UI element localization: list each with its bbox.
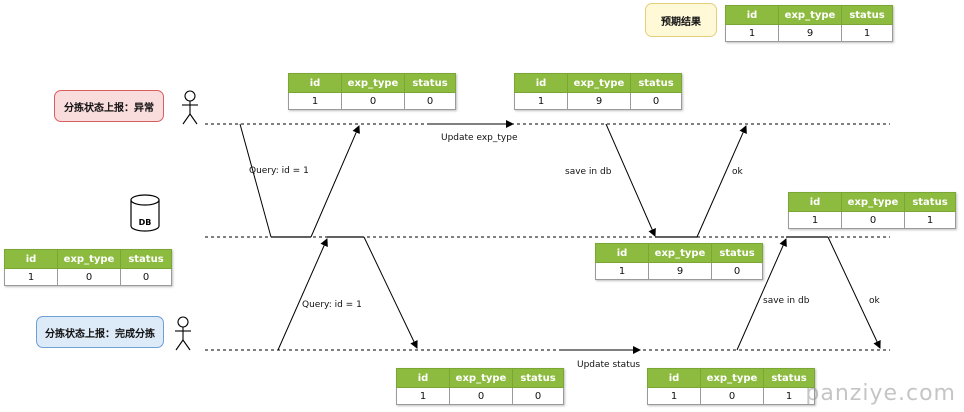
query-top-arrow [239,123,272,238]
save-bottom-arrow [736,238,787,351]
label-ok-top: ok [732,167,743,177]
cell-id: 1 [788,211,842,229]
col-id-header: id [4,249,58,269]
col-status-header: status [763,368,815,388]
col-status-header: status [904,192,956,212]
label-update-status: Update status [577,360,641,370]
actor-exception-label: 分拣状态上报：异常 [64,102,154,114]
cell-exp-type: 9 [567,92,631,110]
cell-status: 0 [711,262,763,280]
col-exp-type-header: exp_type [648,243,712,263]
cell-status: 1 [763,387,815,405]
label-query-top: Query: id = 1 [249,166,309,176]
cell-status: 1 [904,211,956,229]
col-exp-type-header: exp_type [341,73,405,93]
return-bottom-arrow [363,236,418,349]
actor-complete-icon [175,316,191,351]
query-bottom-arrow [277,238,328,351]
label-query-bottom: Query: id = 1 [302,300,362,310]
col-id-header: id [514,73,568,93]
cell-id: 1 [396,387,450,405]
note-expected-result: 预期结果 [645,3,717,37]
cell-id: 1 [647,387,701,405]
db-cylinder-icon [130,194,160,232]
cell-exp-type: 9 [778,24,842,42]
note-actor-exception: 分拣状态上报：异常 [54,90,164,122]
cell-id: 1 [595,262,649,280]
db-label: DB [139,218,152,227]
cell-status: 0 [512,387,564,405]
col-status-header: status [120,249,172,269]
cell-status: 1 [841,24,893,42]
actor-complete-label: 分拣状态上报：完成分拣 [45,328,155,340]
cell-id: 1 [514,92,568,110]
cell-status: 0 [120,268,172,286]
col-id-header: id [396,368,450,388]
col-exp-type-header: exp_type [700,368,764,388]
cell-exp-type: 0 [57,268,121,286]
cell-id: 1 [4,268,58,286]
actor-exception-icon [182,90,198,125]
col-status-header: status [512,368,564,388]
col-id-header: id [788,192,842,212]
col-id-header: id [647,368,701,388]
cell-exp-type: 0 [341,92,405,110]
return-top-arrow [310,125,360,238]
cell-exp-type: 9 [648,262,712,280]
col-status-header: status [711,243,763,263]
note-actor-complete: 分拣状态上报：完成分拣 [36,316,164,348]
col-exp-type-header: exp_type [57,249,121,269]
cell-status: 0 [630,92,682,110]
ok-top-arrow [696,125,747,238]
col-id-header: id [725,5,779,25]
label-ok-bottom: ok [869,296,880,306]
col-id-header: id [595,243,649,263]
watermark: panziye.com [805,381,956,406]
col-status-header: status [841,5,893,25]
col-exp-type-header: exp_type [449,368,513,388]
col-exp-type-header: exp_type [778,5,842,25]
ok-bottom-arrow [827,236,881,349]
col-exp-type-header: exp_type [567,73,631,93]
cell-exp-type: 0 [700,387,764,405]
cell-exp-type: 0 [449,387,513,405]
col-exp-type-header: exp_type [841,192,905,212]
col-id-header: id [288,73,342,93]
label-save-bottom: save in db [763,296,810,306]
cell-id: 1 [725,24,779,42]
label-update-exp-type: Update exp_type [441,133,518,143]
save-top-arrow [605,123,656,237]
col-status-header: status [404,73,456,93]
cell-id: 1 [288,92,342,110]
label-save-top: save in db [565,167,612,177]
cell-exp-type: 0 [841,211,905,229]
col-status-header: status [630,73,682,93]
expected-result-label: 预期结果 [661,16,701,28]
cell-status: 0 [404,92,456,110]
